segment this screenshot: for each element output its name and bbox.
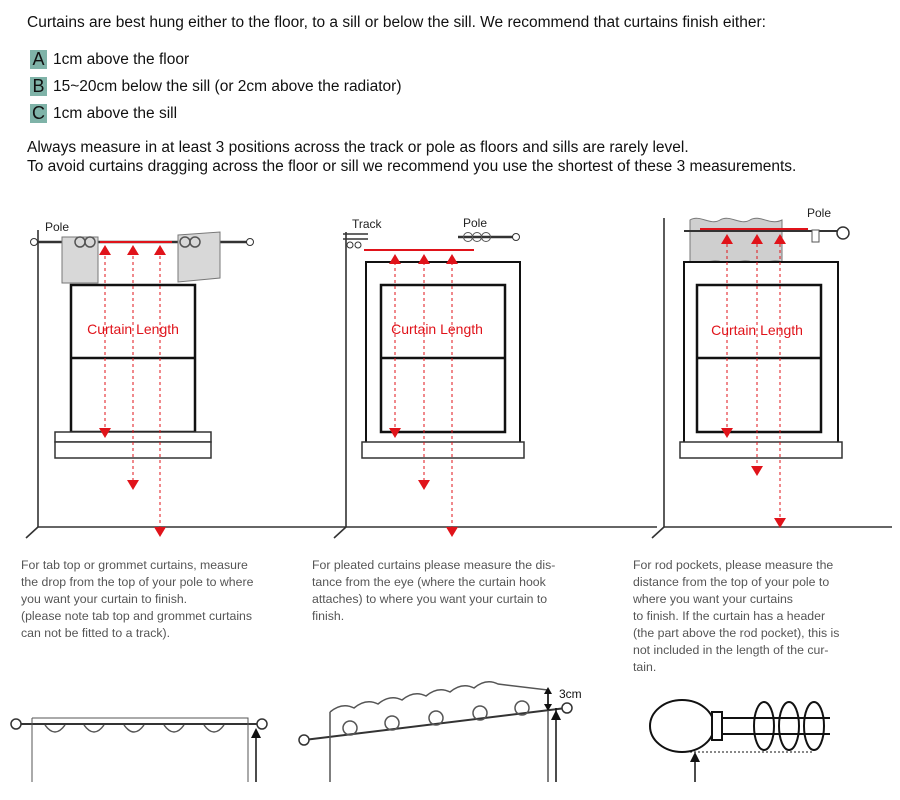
arrow-head [99, 428, 111, 438]
offset-label: 3cm [559, 687, 582, 701]
option-b: B 15~20cm below the sill (or 2cm above t… [30, 77, 402, 96]
pole-end [246, 238, 254, 246]
curtain-panel [61, 236, 99, 284]
arrow-head [751, 466, 763, 476]
arrow-head [154, 245, 166, 255]
grommet-ring [384, 715, 400, 731]
floor-line [651, 526, 665, 539]
arrow-head [690, 752, 700, 762]
pole-ring [803, 701, 825, 751]
curtain-outline [31, 717, 249, 782]
floor-line [333, 526, 347, 539]
gathered-curtain [689, 217, 783, 264]
rod-pocket-detail [649, 699, 830, 782]
window-sill [361, 441, 525, 459]
track-label: Track [352, 217, 383, 231]
arrow-head [127, 480, 139, 490]
tab-top-detail [10, 717, 268, 782]
arrow-head [721, 234, 733, 244]
caption-pleated: For pleated curtains please measure the … [312, 558, 556, 623]
arrow-head [551, 710, 561, 720]
pole-ring [778, 701, 800, 751]
arrow-head [418, 480, 430, 490]
floor-line [25, 526, 39, 539]
option-text: 15~20cm below the sill (or 2cm above the… [53, 77, 402, 95]
arrow-head [544, 704, 552, 711]
arrow-head [251, 728, 261, 738]
arrow-head [446, 527, 458, 537]
pole-finial [836, 226, 850, 240]
pole-end [256, 718, 268, 730]
option-text: 1cm above the sill [53, 104, 178, 122]
arrow-head [127, 245, 139, 255]
pole-ring [753, 701, 775, 751]
grommet-ring [428, 710, 444, 726]
grommet-ring [514, 700, 530, 716]
measure-note: Always measure in at least 3 positions a… [27, 139, 689, 156]
arrow-head [544, 687, 552, 694]
measure-note: To avoid curtains dragging across the fl… [27, 158, 797, 175]
curtain-length-label: Curtain Length [87, 321, 179, 337]
tab-loops [44, 724, 225, 733]
diagram-grommet: Pole Curtain Length [25, 220, 346, 539]
pole-end [561, 702, 573, 714]
arrow-head [154, 527, 166, 537]
pole-end [10, 718, 22, 730]
pole-label: Pole [807, 206, 831, 220]
finial-collar [711, 711, 723, 741]
caption-rod-pocket: For rod pockets, please measure the dist… [633, 558, 840, 674]
track-glider [354, 241, 362, 249]
pole-ring [481, 232, 491, 242]
intro-text: Curtains are best hung either to the flo… [27, 14, 766, 31]
arrow-head [751, 234, 763, 244]
pole-label: Pole [45, 220, 69, 234]
arrow-head [721, 428, 733, 438]
finial [649, 699, 715, 753]
pole-end [512, 233, 520, 241]
arrow-head [774, 234, 786, 244]
arrow-head [774, 518, 786, 528]
arrow-head [418, 254, 430, 264]
curtain-length-label: Curtain Length [711, 322, 803, 338]
grommet-ring [84, 236, 96, 248]
grommet-ring [189, 236, 201, 248]
option-a: A 1cm above the floor [30, 50, 189, 69]
option-badge: A [30, 50, 47, 69]
pole-end [30, 238, 38, 246]
grommet-detail: 3cm [298, 681, 582, 782]
curtain-outline [329, 681, 549, 782]
arrow-head [99, 245, 111, 255]
arrow-head [446, 254, 458, 264]
caption-grommet: For tab top or grommet curtains, measure… [21, 558, 254, 640]
pole-label: Pole [463, 216, 487, 230]
option-badge: C [30, 103, 47, 123]
track-glider [346, 241, 354, 249]
option-text: 1cm above the floor [53, 50, 190, 68]
pole-end [298, 734, 310, 746]
curtain-length-label: Curtain Length [391, 321, 483, 337]
arrow-head [389, 428, 401, 438]
window-sill [679, 441, 843, 459]
option-c: C 1cm above the sill [30, 104, 177, 123]
pole-bracket [811, 229, 820, 243]
grommet-ring [472, 705, 488, 721]
grommet-ring [342, 720, 358, 736]
diagram-rod-pocket: Pole Curtain Length [651, 206, 892, 539]
diagram-track: Track Pole Curtain Length [333, 216, 657, 539]
option-badge: B [30, 77, 47, 96]
arrow-head [389, 254, 401, 264]
